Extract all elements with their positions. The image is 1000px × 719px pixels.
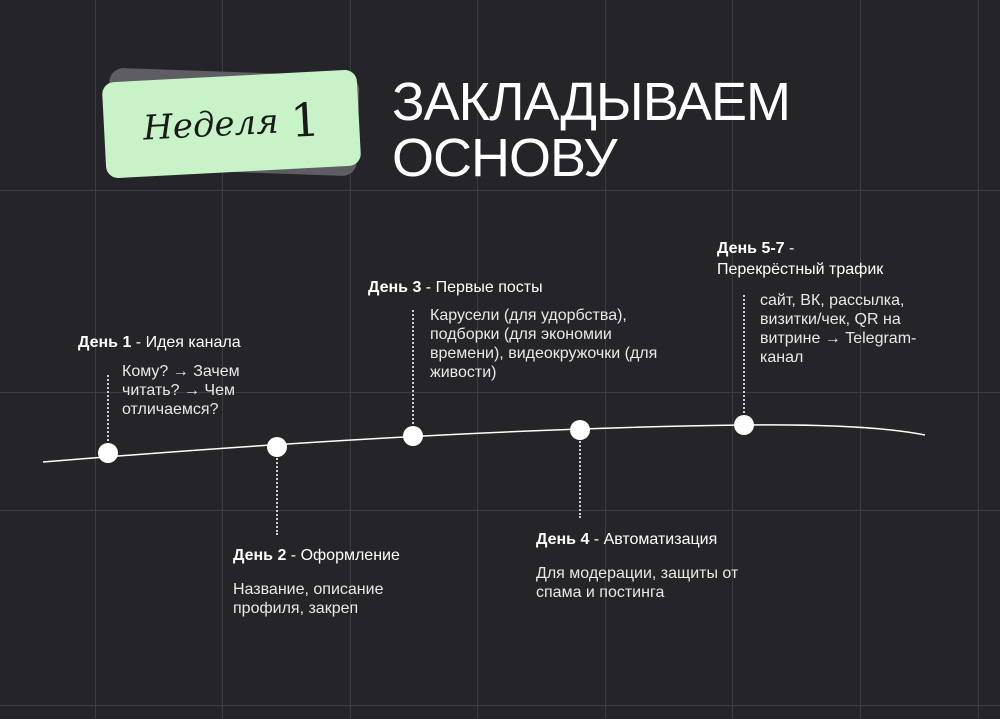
step-desc-day2: Название, описание профиля, закреп (233, 581, 384, 617)
page-title: ЗАКЛАДЫВАЕМ ОСНОВУ (392, 72, 791, 188)
timeline-dot-day2 (267, 437, 287, 457)
connector-day2 (276, 455, 278, 535)
timeline-dot-day5-7 (734, 415, 754, 435)
timeline-dot-day4 (570, 420, 590, 440)
step-title-day4: День 4 - Автоматизация (536, 531, 718, 548)
step-title-day5-7: День 5-7 -Перекрёстный трафик (717, 240, 884, 278)
step-title-day2: День 2 - Оформление (233, 547, 400, 564)
step-desc-day4: Для модерации, защиты от спама и постинг… (536, 565, 739, 601)
connector-day3 (412, 310, 414, 428)
connector-day1 (107, 375, 109, 445)
timeline-dot-day1 (98, 443, 118, 463)
step-desc-day5-7: сайт, ВК, рассылка, визитки/чек, QR на в… (760, 292, 917, 366)
title-line-1: ЗАКЛАДЫВАЕМ (392, 72, 791, 132)
title-line-2: ОСНОВУ (392, 128, 618, 188)
connector-day5-7 (743, 295, 745, 417)
step-title-day1: День 1 - Идея канала (78, 334, 241, 351)
connector-day4 (579, 438, 581, 518)
timeline-dot-day3 (403, 426, 423, 446)
step-desc-day3: Карусели (для удорбства), подборки (для … (430, 307, 658, 381)
step-title-day3: День 3 - Первые посты (368, 279, 543, 296)
step-desc-day1: Кому? → Зачем читать? → Чем отличаемся? (122, 363, 240, 418)
